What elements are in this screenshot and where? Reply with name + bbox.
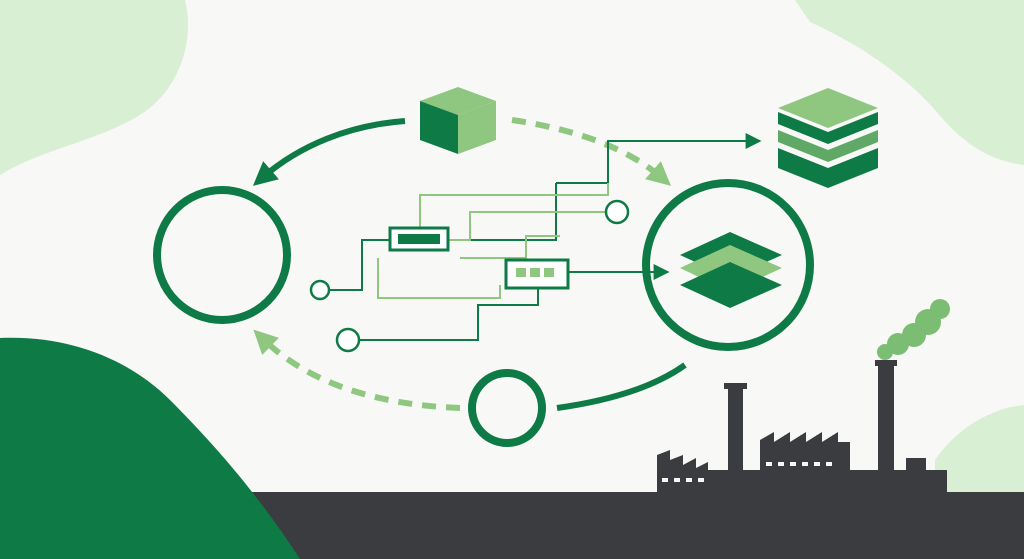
- chip-icon: [504, 258, 570, 290]
- cycle-arrow-bottom-left-dashed: [253, 329, 461, 411]
- chip-icon: [388, 226, 450, 252]
- blob-top-left: [0, 0, 188, 175]
- layers-icon: [680, 232, 782, 308]
- circuit-node: [604, 199, 630, 225]
- circuit-node: [335, 327, 361, 353]
- stacked-layers-icon: [778, 88, 878, 188]
- ground: [230, 492, 1024, 559]
- factory-icon: [657, 360, 947, 495]
- cycle-arrow-top-left: [252, 118, 406, 186]
- blob-top-right: [795, 0, 1024, 165]
- left-ring: [153, 186, 291, 324]
- cycle-arrow-top-right-dashed: [511, 117, 672, 186]
- smoke-icon: [877, 299, 950, 360]
- cycle-arrow-bottom-right: [556, 362, 687, 411]
- factory-windows: [662, 462, 832, 482]
- blob-bottom-right: [935, 405, 1024, 492]
- right-ring: [642, 179, 814, 351]
- circuit-network: [330, 133, 762, 341]
- cube-icon: [420, 87, 496, 154]
- blob-bottom-left: [0, 337, 300, 559]
- bottom-ring: [468, 369, 546, 447]
- circuit-node: [309, 279, 331, 301]
